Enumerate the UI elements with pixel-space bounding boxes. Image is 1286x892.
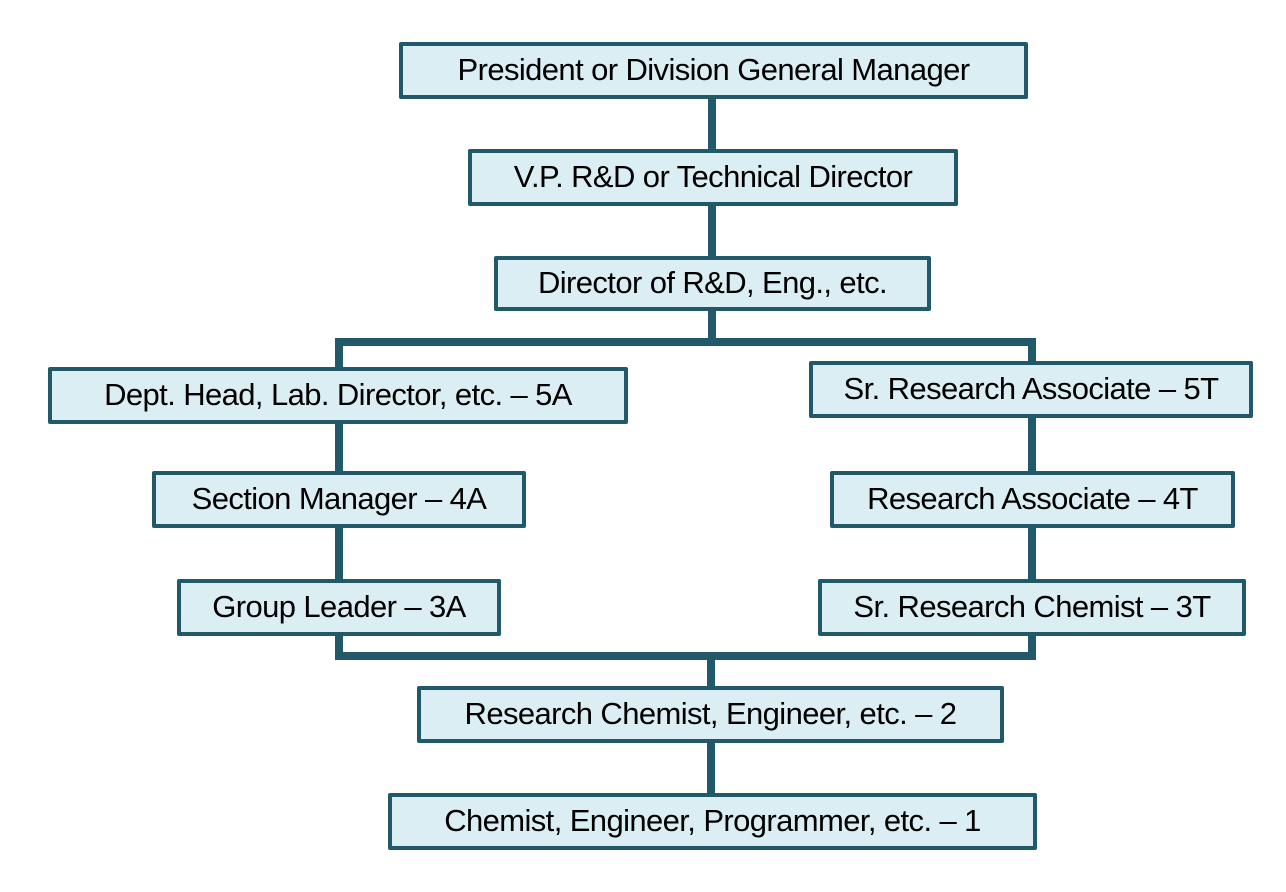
node-research-associate-4t: Research Associate – 4T (830, 471, 1235, 528)
node-chemist-1: Chemist, Engineer, Programmer, etc. – 1 (388, 793, 1037, 850)
node-group-leader-3a: Group Leader – 3A (177, 579, 501, 636)
node-label: Dept. Head, Lab. Director, etc. – 5A (104, 377, 572, 412)
node-section-manager-4a: Section Manager – 4A (152, 471, 526, 528)
node-director-rd: Director of R&D, Eng., etc. (494, 256, 931, 311)
node-research-chemist-2: Research Chemist, Engineer, etc. – 2 (417, 686, 1004, 743)
node-label: Sr. Research Chemist – 3T (853, 589, 1211, 624)
node-label: Chemist, Engineer, Programmer, etc. – 1 (444, 803, 981, 838)
node-label: Section Manager – 4A (191, 481, 487, 516)
node-label: Research Chemist, Engineer, etc. – 2 (464, 696, 957, 731)
connector-merge-horizontal (335, 652, 1036, 660)
node-sr-research-associate-5t: Sr. Research Associate – 5T (809, 361, 1253, 418)
node-vp-rd: V.P. R&D or Technical Director (468, 149, 958, 206)
node-label: Sr. Research Associate – 5T (843, 371, 1220, 406)
node-label: V.P. R&D or Technical Director (513, 159, 913, 194)
node-label: President or Division General Manager (457, 52, 971, 87)
node-label: Research Associate – 4T (867, 481, 1198, 516)
node-label: Director of R&D, Eng., etc. (537, 265, 888, 300)
node-label: Group Leader – 3A (212, 589, 466, 624)
node-dept-head-5a: Dept. Head, Lab. Director, etc. – 5A (48, 367, 628, 424)
connector-split-horizontal (335, 338, 1036, 346)
node-sr-research-chemist-3t: Sr. Research Chemist – 3T (818, 579, 1246, 636)
connector-president-to-director-vertical (708, 70, 716, 346)
node-president: President or Division General Manager (399, 42, 1028, 99)
